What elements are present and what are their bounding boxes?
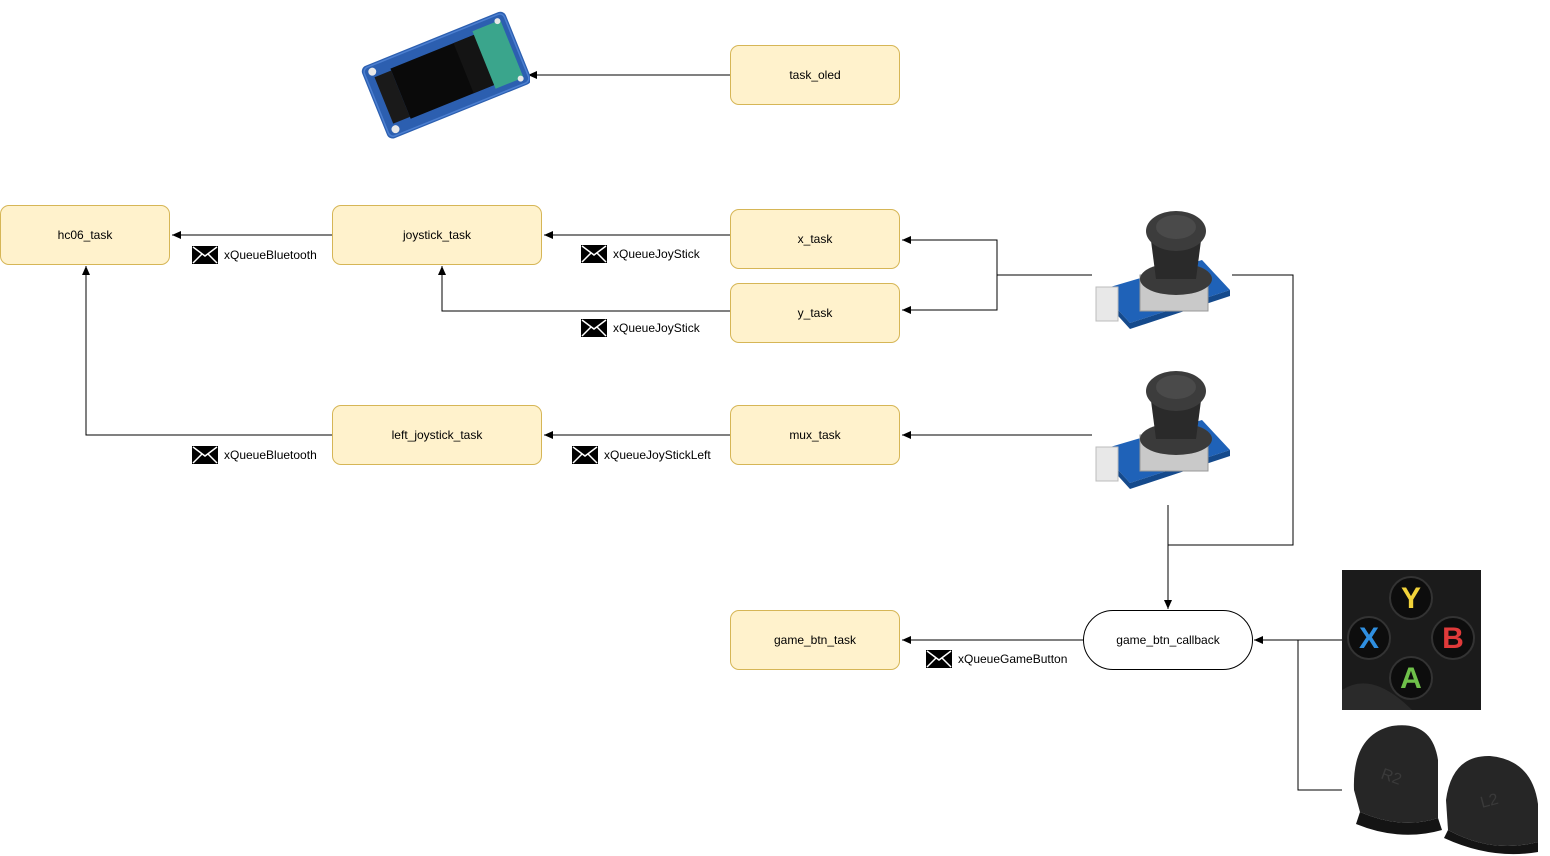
node-mux-task: mux_task	[730, 405, 900, 465]
queue-label-bluetooth-bottom: xQueueBluetooth	[192, 446, 317, 464]
envelope-icon	[572, 446, 598, 464]
shoulder-trigger-buttons-icon: R2 L2	[1353, 725, 1538, 855]
node-label: hc06_task	[57, 228, 113, 242]
joystick-module-icon	[1095, 211, 1230, 329]
svg-text:B: B	[1442, 622, 1464, 655]
svg-text:X: X	[1359, 622, 1379, 655]
node-label: task_oled	[789, 68, 841, 82]
node-label: x_task	[797, 232, 833, 246]
edge-triggers-to-callback	[1297, 640, 1342, 791]
queue-label-joystick-x: xQueueJoyStick	[581, 245, 700, 263]
edge-joystick-right-to-y	[902, 275, 998, 314]
node-x-task: x_task	[730, 209, 900, 269]
queue-name: xQueueGameButton	[958, 652, 1068, 666]
queue-name: xQueueJoyStick	[613, 321, 700, 335]
edge-joystick-right-button	[1168, 274, 1294, 546]
edge-left-joystick-to-hc06	[82, 266, 332, 436]
oled-display-icon	[361, 11, 530, 139]
envelope-icon	[581, 245, 607, 263]
queue-label-game-button: xQueueGameButton	[926, 650, 1067, 668]
node-label: mux_task	[789, 428, 841, 442]
node-task-oled: task_oled	[730, 45, 900, 105]
node-game-btn-callback: game_btn_callback	[1083, 610, 1253, 670]
queue-name: xQueueJoyStickLeft	[604, 448, 711, 462]
queue-name: xQueueBluetooth	[224, 248, 317, 262]
queue-name: xQueueJoyStick	[613, 247, 700, 261]
svg-text:A: A	[1400, 662, 1422, 695]
node-label: game_btn_task	[773, 633, 857, 647]
node-hc06-task: hc06_task	[0, 205, 170, 265]
queue-label-bluetooth-top: xQueueBluetooth	[192, 246, 317, 264]
node-label: left_joystick_task	[391, 428, 483, 442]
edge-joystick-right-to-x	[902, 236, 1092, 276]
node-label: game_btn_callback	[1116, 633, 1220, 647]
node-y-task: y_task	[730, 283, 900, 343]
node-game-btn-task: game_btn_task	[730, 610, 900, 670]
node-label: joystick_task	[402, 228, 472, 242]
node-label: y_task	[797, 306, 833, 320]
envelope-icon	[192, 246, 218, 264]
svg-text:Y: Y	[1401, 582, 1421, 615]
envelope-icon	[192, 446, 218, 464]
svg-text:L2: L2	[1479, 791, 1501, 812]
joystick-module-icon	[1095, 371, 1230, 489]
queue-label-joystick-left: xQueueJoyStickLeft	[572, 446, 711, 464]
xbox-face-buttons-icon: Y X B A	[1342, 570, 1481, 710]
node-left-joystick-task: left_joystick_task	[332, 405, 542, 465]
node-joystick-task: joystick_task	[332, 205, 542, 265]
queue-name: xQueueBluetooth	[224, 448, 317, 462]
edge-y-to-joystick	[438, 266, 730, 312]
svg-text:R2: R2	[1379, 766, 1404, 789]
envelope-icon	[926, 650, 952, 668]
queue-label-joystick-y: xQueueJoyStick	[581, 319, 700, 337]
envelope-icon	[581, 319, 607, 337]
